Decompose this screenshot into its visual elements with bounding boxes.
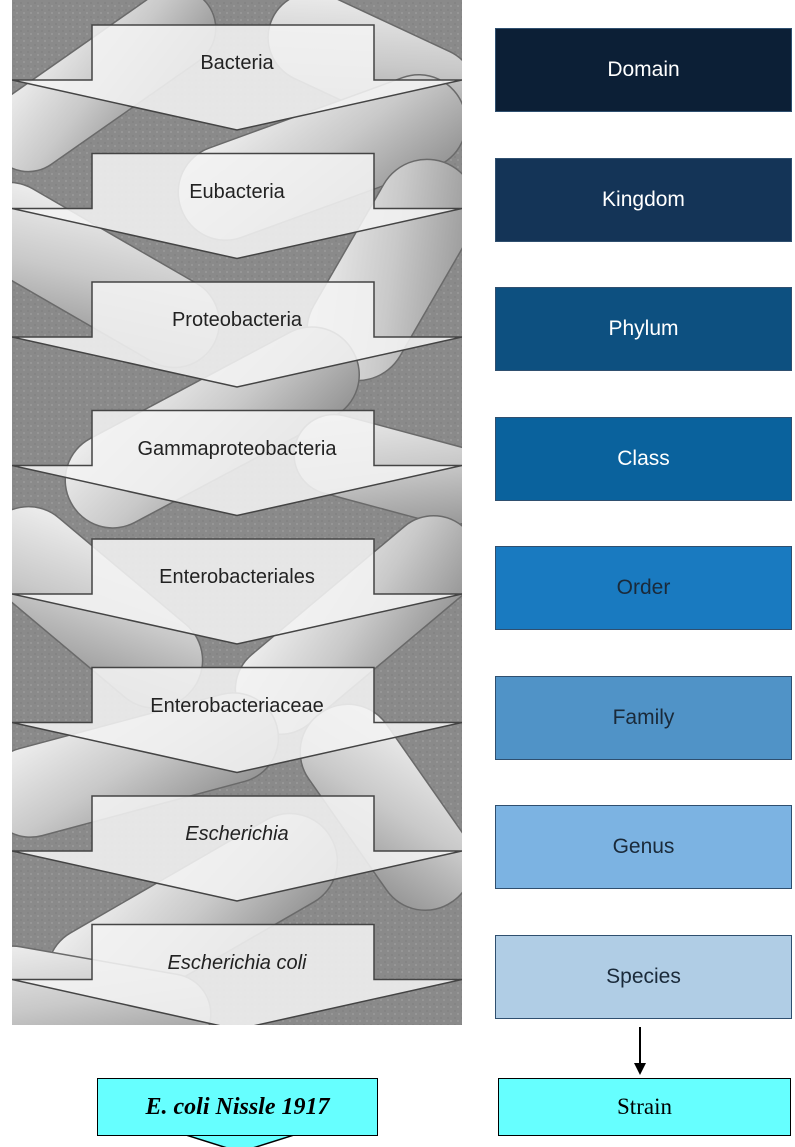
nissle-strain-box: E. coli Nissle 1917	[97, 1078, 378, 1136]
taxonomy-arrow	[12, 539, 462, 644]
taxonomy-arrow	[12, 668, 462, 773]
taxonomy-arrow-label: Escherichia	[12, 823, 462, 846]
rank-label: Species	[606, 965, 681, 989]
rank-box-family: Family	[495, 676, 792, 760]
taxonomy-arrow	[12, 282, 462, 387]
taxonomy-arrow-label: Bacteria	[12, 52, 462, 75]
taxonomy-arrow-label: Proteobacteria	[12, 309, 462, 332]
rank-label: Class	[617, 447, 670, 471]
rank-label: Order	[617, 576, 671, 600]
rank-box-phylum: Phylum	[495, 287, 792, 371]
rank-box-order: Order	[495, 546, 792, 630]
taxonomy-arrow	[12, 411, 462, 516]
taxonomy-arrow	[12, 796, 462, 901]
hierarchy-arrows	[12, 0, 462, 1025]
species-to-strain-arrow	[630, 1025, 650, 1080]
rank-label: Domain	[607, 58, 679, 82]
taxonomy-arrow	[12, 154, 462, 259]
strain-box: Strain	[498, 1078, 791, 1136]
taxonomy-arrow	[12, 925, 462, 1026]
taxonomy-arrow-label: Enterobacteriales	[12, 566, 462, 589]
taxonomy-arrow-label: Escherichia coli	[12, 952, 462, 975]
taxonomy-arrow-label: Eubacteria	[12, 181, 462, 204]
taxonomy-arrow-label: Gammaproteobacteria	[12, 438, 462, 461]
rank-label: Phylum	[608, 317, 678, 341]
rank-label: Kingdom	[602, 188, 685, 212]
rank-box-species: Species	[495, 935, 792, 1019]
rank-box-domain: Domain	[495, 28, 792, 112]
rank-box-genus: Genus	[495, 805, 792, 889]
rank-box-class: Class	[495, 417, 792, 501]
rank-box-kingdom: Kingdom	[495, 158, 792, 242]
taxonomy-arrow-label: Enterobacteriaceae	[12, 695, 462, 718]
rank-label: Genus	[613, 835, 675, 859]
taxonomy-arrow	[12, 25, 462, 130]
rank-label: Family	[613, 706, 675, 730]
